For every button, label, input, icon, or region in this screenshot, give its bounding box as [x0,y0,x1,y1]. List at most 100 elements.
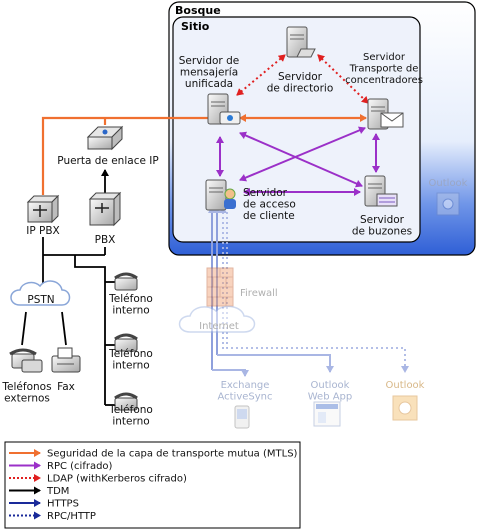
hub-server-icon [367,98,404,130]
site-label: Sitio [181,20,210,33]
label-line: Teléfonos [1,381,51,393]
label-line: mensajería [180,67,238,79]
https-to-owa [217,354,334,373]
ip-pbx-label: IP PBX [26,225,60,237]
legend-label: HTTPS [47,499,79,510]
label-line: Teléfono [108,348,153,360]
outlook-bottom-icon [392,395,418,421]
label-line: IP PBX [26,225,60,237]
internet-label: Internet [199,321,239,332]
label-line: unificada [185,78,233,90]
legend-item: RPC (cifrado) [9,461,113,472]
outlook-bottom-label: Outlook [386,380,425,391]
label-line: Teléfono [108,293,153,305]
connections [21,54,409,406]
fax-label: Fax [57,381,75,393]
label-line: PSTN [27,294,54,306]
label-line: Servidor [278,71,323,83]
label-line: de acceso [243,199,296,211]
label-line: Outlook [311,380,350,391]
outlook-top-label: Outlook [429,178,468,189]
mailbox-server-icon [364,175,398,207]
ip-gateway-icon [86,125,124,151]
legend-label: Seguridad de la capa de transporte mutua… [47,449,298,460]
label-line: externos [4,393,50,405]
internal-phone-1-icon [114,272,138,291]
um-server-icon [207,93,241,125]
https-to-activesync [212,369,249,377]
pstn-label: PSTN [27,294,54,306]
ip-pbx-icon [26,194,60,224]
label-line: concentradores [345,75,423,86]
label-line: Servidor [243,187,288,199]
activesync-device-icon [234,405,250,429]
legend: Seguridad de la capa de transporte mutua… [4,441,301,529]
legend-item: HTTPS [9,499,79,510]
outlook-top-icon [436,192,460,216]
legend-label: TDM [46,486,69,497]
mtls-ippbx-to-um [41,114,223,195]
legend-item: TDM [9,486,69,497]
internal-phone-2-icon [114,333,138,352]
label-line: interno [112,360,149,372]
internal-phone-3-icon [114,392,138,411]
label-line: ActiveSync [217,392,272,403]
legend-item: RPC/HTTP [9,511,96,522]
label-line: Web App [308,392,353,403]
legend-label: RPC/HTTP [47,511,96,522]
label-line: Transporte de [349,64,419,75]
label-line: Servidor de [179,55,239,67]
ldap-directory-to-hub [317,54,369,104]
cas-server-icon [205,179,236,211]
label-line: Internet [199,321,239,332]
fax-icon [51,347,81,373]
pbx-icon [88,191,122,227]
label-line: Outlook [429,178,468,189]
rpc-cas-to-hub [239,126,366,182]
legend-label: RPC (cifrado) [47,461,113,472]
label-line: Servidor [363,52,406,63]
label-line: Firewall [240,288,278,299]
label-line: PBX [95,234,116,246]
forest-label: Bosque [175,4,221,17]
directory-server-icon [286,26,316,58]
external-phones-icon [9,348,43,373]
label-line: Outlook [386,380,425,391]
label-line: de directorio [267,83,334,95]
internet-cloud-icon [178,305,256,333]
rpchttp-to-outlook [226,207,409,373]
pbx-label: PBX [95,234,116,246]
legend-label: LDAP (withKerberos cifrado) [47,474,187,485]
label-line: interno [112,305,149,317]
pstn-cloud-icon [10,280,71,306]
label-line: Servidor [360,214,405,226]
legend-item: Seguridad de la capa de transporte mutua… [9,449,298,460]
label-line: Exchange [221,380,270,391]
label-line: interno [112,416,149,428]
tdm-pstn-to-fax [61,311,67,346]
ip-gateway-label: Puerta de enlace IP [57,155,158,167]
legend-item: LDAP (withKerberos cifrado) [9,474,187,485]
label-line: de buzones [352,226,412,238]
owa-icon [313,401,341,427]
label-line: Fax [57,381,75,393]
label-line: Teléfono [108,404,153,416]
label-line: de cliente [243,210,295,222]
ldap-um-to-directory [236,54,286,96]
label-line: Puerta de enlace IP [57,155,158,167]
tdm-to-internal-phones [74,255,106,405]
firewall-icon [206,267,234,307]
tdm-pstn-to-external [21,311,27,346]
firewall-label: Firewall [240,288,278,299]
